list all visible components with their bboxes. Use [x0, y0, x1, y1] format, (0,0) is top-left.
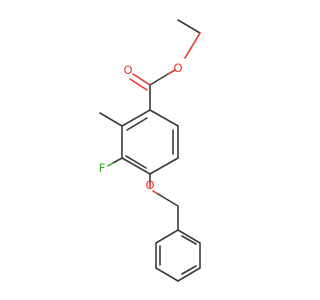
- bond-o-ch2-red: [152, 190, 159, 195]
- atom-label-fluorine: F: [99, 161, 106, 175]
- structure-diagram: O O F O: [99, 19, 201, 282]
- ring1-bond-4: [121, 157, 151, 175]
- bond-carbonyl-c-o-ester: [149, 73, 169, 86]
- bond-ch2-ester-o: [184, 32, 201, 59]
- bond-ethyl-ch3-ch2: [177, 19, 201, 34]
- bond-carbonyl-c-o-ester-red: [167, 69, 176, 75]
- bond-o-ch2: [157, 193, 179, 207]
- bond-ring-f-green: [107, 162, 114, 167]
- ring1-double-3: [126, 117, 148, 131]
- ring1-bond-3: [149, 157, 179, 175]
- ring1-bond-6: [121, 109, 151, 127]
- ring2-bond-4: [155, 267, 179, 282]
- ring2-bond-1: [177, 229, 201, 244]
- ring1-bond-1: [149, 109, 179, 127]
- ring2-double-2: [181, 265, 197, 275]
- bond-ring-f: [112, 157, 123, 164]
- ring2-bond-3: [177, 267, 201, 282]
- atom-label-ester-oxygen: O: [173, 61, 182, 75]
- bond-methyl: [99, 112, 123, 127]
- ring2-bond-6: [155, 229, 179, 244]
- atom-label-ether-oxygen: O: [145, 178, 154, 192]
- atom-label-carbonyl-oxygen: O: [123, 63, 132, 77]
- bond-carbonyl-double-1: [132, 73, 151, 86]
- ring1-double-2: [125, 155, 147, 169]
- bond-carbonyl-double-2: [129, 78, 148, 91]
- ring2-double-1: [181, 235, 197, 245]
